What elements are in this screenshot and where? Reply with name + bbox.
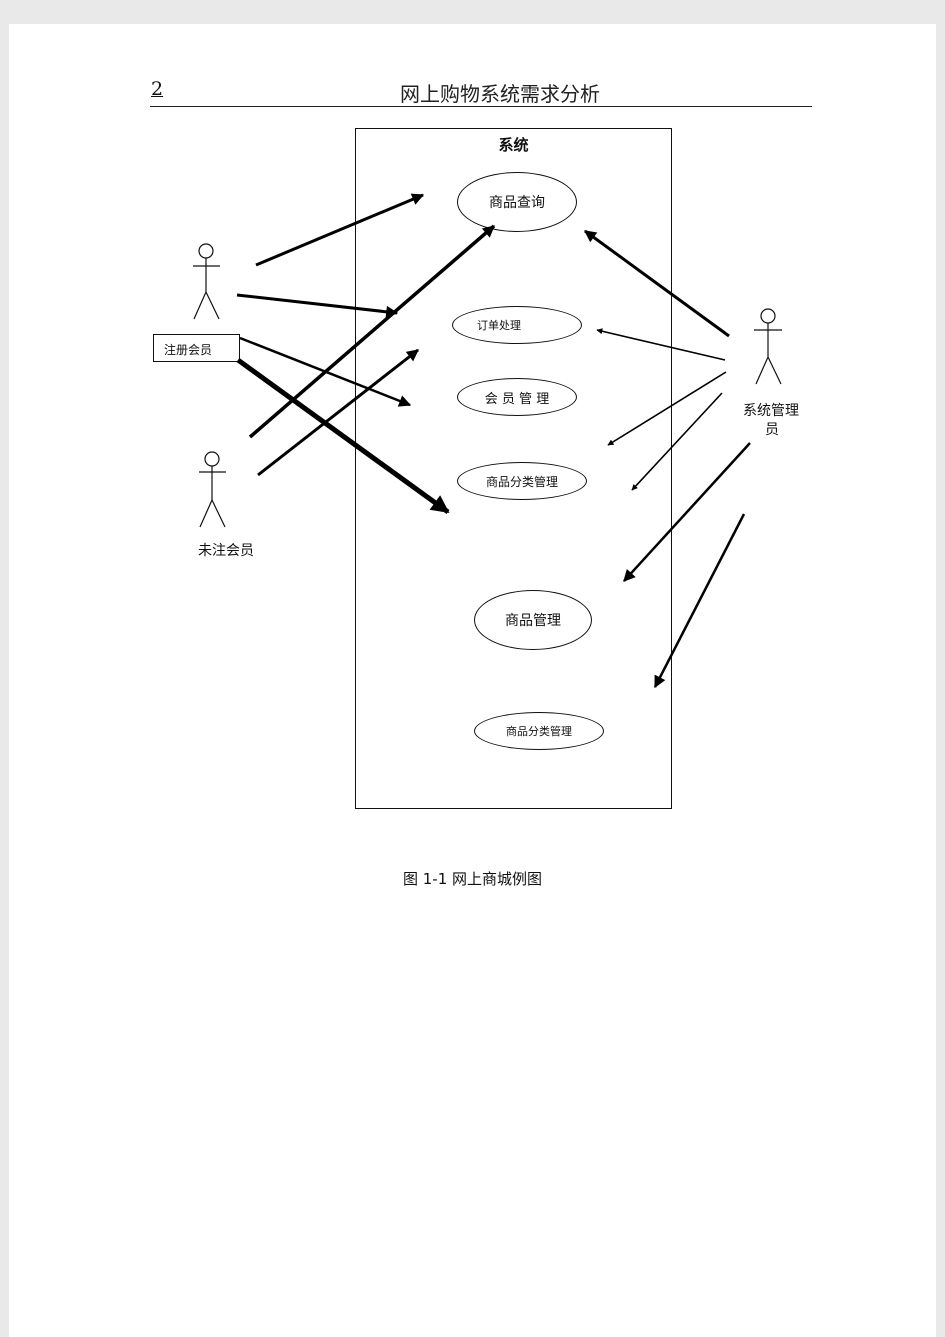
arrow-admin-to-member-mgmt <box>607 371 727 446</box>
use-case-label: 商品查询 <box>489 195 545 211</box>
arrow-registered-to-product-query <box>255 193 425 267</box>
page-number: 2 <box>151 78 164 100</box>
unregistered-member-actor <box>199 451 226 528</box>
arrow-admin-to-order <box>596 328 726 361</box>
admin-label-line1: 系统管理 <box>743 403 799 419</box>
use-case-product-query: 商品查询 <box>457 172 577 232</box>
use-case-product-category-management: 商品分类管理 <box>457 462 587 500</box>
use-case-label: 会 员 管 理 <box>484 391 550 407</box>
system-admin-actor <box>754 308 782 385</box>
arrow-registered-to-category <box>236 357 450 515</box>
arrow-admin-to-product-query <box>584 229 730 338</box>
registered-member-actor <box>193 243 220 320</box>
system-boundary <box>355 128 672 809</box>
admin-label-line2: 员 <box>765 422 779 438</box>
use-case-order-processing: 订单处理 <box>452 306 582 344</box>
arrow-admin-to-category <box>631 392 723 491</box>
use-case-label: 商品分类管理 <box>506 725 572 738</box>
header-rule <box>150 106 812 107</box>
use-case-label: 订单处理 <box>477 319 521 332</box>
arrow-admin-to-product-mgmt <box>623 442 751 582</box>
system-label: 系统 <box>498 136 529 154</box>
use-case-member-management: 会 员 管 理 <box>457 378 577 416</box>
arrow-unregistered-to-product-query <box>248 224 496 439</box>
arrow-unregistered-to-order <box>257 348 419 477</box>
use-case-label: 商品分类管理 <box>485 474 558 489</box>
unregistered-member-label: 未注会员 <box>198 543 254 559</box>
document-title: 网上购物系统需求分析 <box>400 82 600 106</box>
arrow-admin-to-category-2 <box>653 513 746 689</box>
use-case-label: 商品管理 <box>505 613 561 629</box>
use-case-product-category-management-2: 商品分类管理 <box>474 712 604 750</box>
arrow-registered-to-order <box>236 293 399 318</box>
figure-caption: 图 1-1 网上商城例图 <box>402 870 543 888</box>
use-case-product-management: 商品管理 <box>474 590 592 650</box>
registered-member-label: 注册会员 <box>153 334 240 362</box>
